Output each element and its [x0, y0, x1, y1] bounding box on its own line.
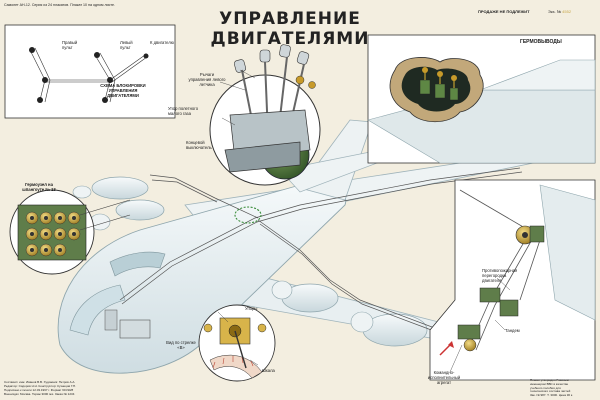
- throttle-detail: [209, 44, 321, 186]
- germoluchka-detail: [9, 189, 131, 275]
- scheme-left-pult: Правый пульт: [62, 40, 78, 50]
- aggregate-label: Командно-исполнительный агрегат: [427, 370, 461, 385]
- throttle-levers-label: Рычаги управления левого летчика: [188, 72, 226, 87]
- control-cables: [119, 167, 523, 335]
- quadrant-arrow-label: Вид по стрелке «В»: [166, 340, 196, 350]
- quadrant-detail: [198, 304, 276, 382]
- cockpit-mechanism: [104, 309, 151, 339]
- right-panel: [429, 179, 596, 381]
- header-left-note: Самолет АН-12. Серия из 24 плакатов. Пла…: [4, 3, 115, 7]
- page-title: УПРАВЛЕНИЕ ДВИГАТЕЛЯМИ: [210, 9, 370, 49]
- footer-right-line: Зак. № 987. Т. 3000. Цена 30 к.: [530, 393, 574, 398]
- footer-left-line: Составил: инж. Иванов В.В. Художник: Пет…: [4, 380, 76, 384]
- quadrant-cable-label: Упоры: [245, 306, 258, 311]
- firewall-label: Противопожарная перегородка двигателя: [482, 268, 518, 283]
- footer-right-line: Плакат утвержден Главным: [530, 378, 569, 382]
- engines-near: [271, 280, 428, 347]
- quadrant-sector-label: Шкала: [262, 368, 275, 373]
- germovyvody-panel: [367, 34, 596, 164]
- scheme-engine: К двигателю: [150, 40, 174, 45]
- sheet-label: Экз. № 4552: [548, 9, 571, 14]
- engines-far: [72, 176, 165, 231]
- footer-right-line: учебного пособия для: [530, 385, 561, 390]
- footer-left-line: Редактор: Сидоров Н.Н. Конструктор: Кузн…: [4, 384, 77, 388]
- throttle-switch-label: Концевой выключатель: [186, 140, 212, 150]
- tandem-label: Тандем: [505, 328, 520, 333]
- leader-lines: [217, 69, 511, 373]
- sheet-number-value: 4552: [562, 9, 572, 14]
- highlight-ring: [234, 206, 262, 224]
- sheet-number-label: Экз. №: [548, 9, 562, 14]
- germoluchka-label: Гермоузел на шпангоуте № 13: [22, 182, 56, 192]
- airplane: [57, 119, 549, 374]
- footer-right-line: инженером ВВС в качестве: [530, 381, 569, 386]
- scheme-caption: СХЕМА БЛОКИРОВКИ УПРАВЛЕНИЯ ДВИГАТЕЛЯМИ: [100, 83, 146, 98]
- footer-left-line: Подписано к печати 12.03.1967 г. Формат …: [4, 388, 74, 392]
- footer-right: Плакат утвержден Главным инженером ВВС в…: [530, 378, 574, 398]
- scheme-panel: [4, 24, 176, 119]
- throttle-stop-label: Упор полетного малого газа: [168, 106, 199, 116]
- germovyvody-title: ГЕРМОВЫВОДЫ: [520, 39, 562, 45]
- header-right-note: ПРОДАЖЕ НЕ ПОДЛЕЖИТ: [478, 9, 530, 14]
- scheme-right-pult: Левый пульт: [120, 40, 133, 50]
- footer-left-line: Воениздат. Москва. Тираж 3000 экз. Заказ…: [4, 392, 75, 396]
- footer-left: Составил: инж. Иванов В.В. Художник: Пет…: [4, 380, 76, 396]
- footer-right-line: технического состава частей: [530, 389, 571, 394]
